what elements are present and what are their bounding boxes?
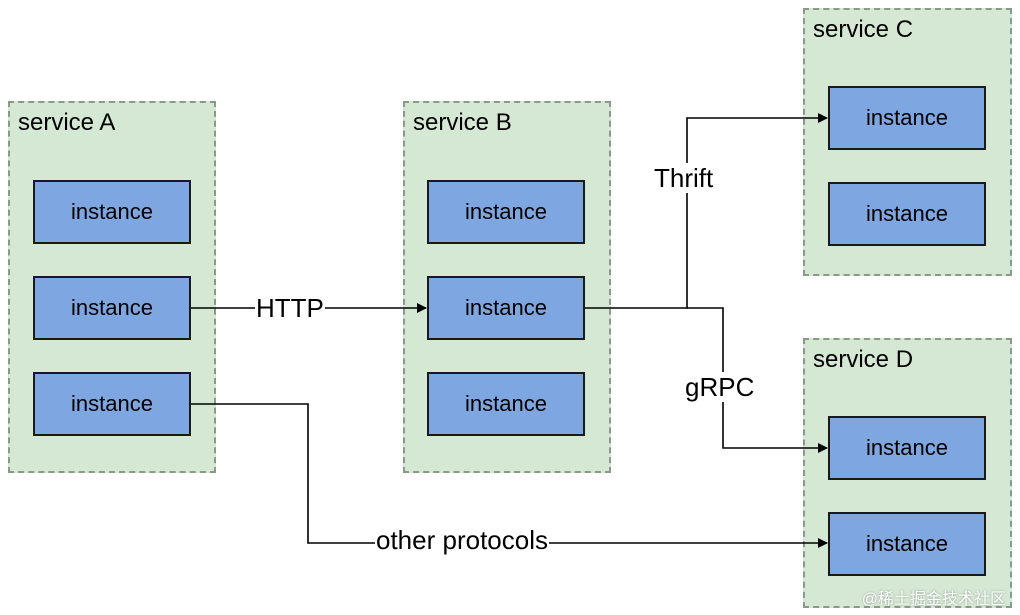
http-label: HTTP: [255, 293, 325, 323]
watermark: @稀土掘金技术社区: [861, 591, 1006, 608]
service-d-title: service D: [813, 346, 914, 373]
other-protocols-label: other protocols: [375, 525, 549, 555]
service-c-instance-2[interactable]: instance: [828, 182, 986, 246]
service-a-instance-1[interactable]: instance: [33, 180, 191, 244]
service-c-title: service C: [813, 16, 914, 43]
thrift-connector: [585, 113, 828, 309]
service-d-instance-2[interactable]: instance: [828, 512, 986, 576]
service-b-instance-3[interactable]: instance: [427, 372, 585, 436]
service-c-instance-1[interactable]: instance: [828, 86, 986, 150]
service-b-instance-1[interactable]: instance: [427, 180, 585, 244]
service-b-instance-2[interactable]: instance: [427, 276, 585, 340]
service-d-instance-1[interactable]: instance: [828, 416, 986, 480]
service-a-instance-2[interactable]: instance: [33, 276, 191, 340]
other-protocols-connector: [191, 403, 828, 548]
service-a-title: service A: [18, 109, 116, 136]
grpc-label: gRPC: [684, 372, 756, 402]
service-b-title: service B: [413, 109, 512, 136]
service-a-instance-3[interactable]: instance: [33, 372, 191, 436]
thrift-label: Thrift: [653, 163, 715, 193]
